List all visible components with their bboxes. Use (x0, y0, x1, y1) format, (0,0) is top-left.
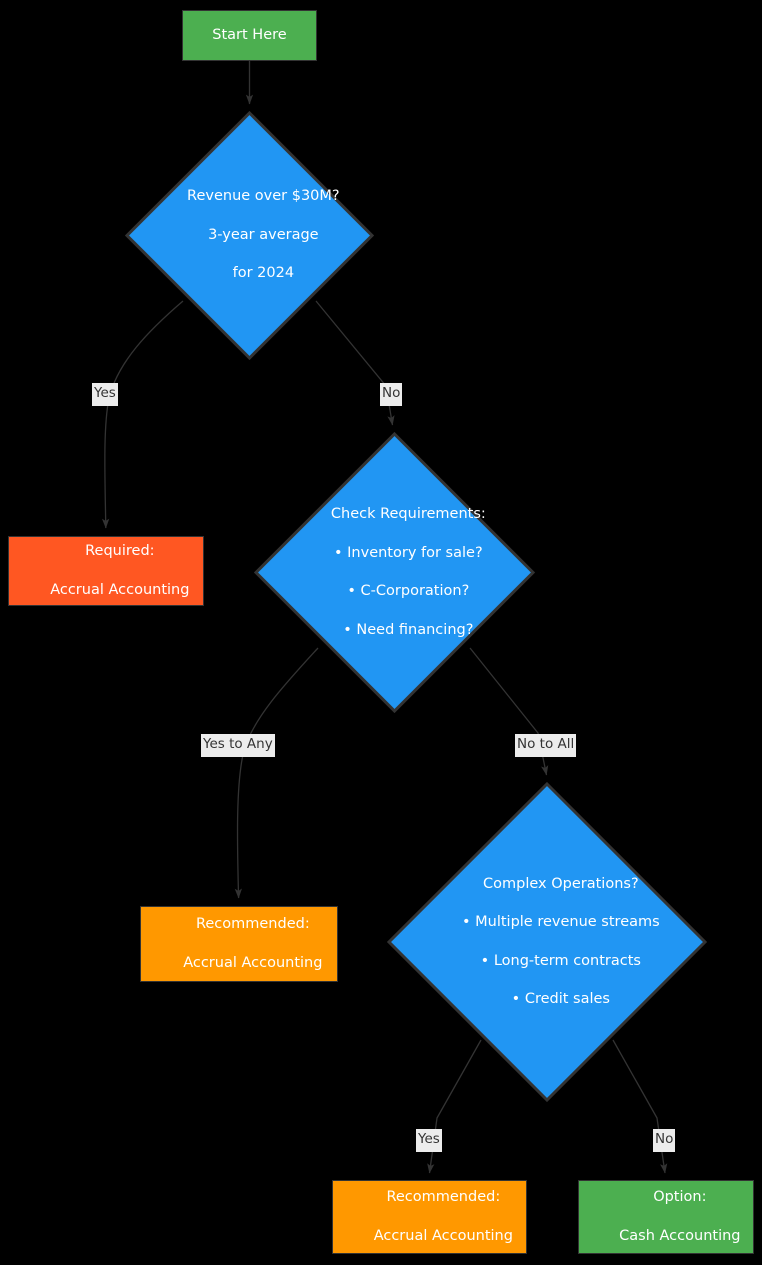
requirements-line-1: Check Requirements: (330, 506, 486, 523)
node-revenue-check-label: Revenue over $30M? 3-year average for 20… (125, 168, 374, 303)
required-line-1: Required: (85, 543, 155, 560)
node-complex-operations-label: Complex Operations? • Multiple revenue s… (387, 855, 707, 1029)
node-start-here-label: Start Here (212, 26, 287, 43)
node-option-cash-label: Option: Cash Accounting (579, 1169, 753, 1265)
complex-line-3: • Long-term contracts (480, 952, 641, 969)
edge-label-complex-no: No (653, 1129, 676, 1152)
complex-line-2: • Multiple revenue streams (461, 914, 660, 931)
edge-label-revenue-yes: Yes (92, 383, 118, 406)
requirements-line-3: • C-Corporation? (347, 583, 470, 600)
node-start-here[interactable]: Start Here (182, 10, 317, 61)
node-check-requirements[interactable]: Check Requirements: • Inventory for sale… (254, 432, 535, 713)
node-recommended-accrual-left[interactable]: Recommended: Accrual Accounting (140, 906, 338, 982)
requirements-line-2: • Inventory for sale? (333, 544, 483, 561)
node-complex-operations[interactable]: Complex Operations? • Multiple revenue s… (387, 782, 707, 1102)
option-cash-line-2: Cash Accounting (619, 1227, 741, 1244)
edge-label-requirements-yes-to-any: Yes to Any (201, 734, 275, 757)
required-line-2: Accrual Accounting (50, 581, 190, 598)
edge-label-requirements-no-to-all: No to All (515, 734, 577, 757)
node-check-requirements-label: Check Requirements: • Inventory for sale… (254, 486, 535, 660)
complex-line-4: • Credit sales (511, 991, 610, 1008)
node-recommended-accrual-bottom-label: Recommended: Accrual Accounting (333, 1169, 526, 1265)
recommended-2-line-1: Recommended: (386, 1189, 501, 1206)
revenue-line-2: 3-year average (208, 226, 319, 243)
revenue-line-3: for 2024 (232, 265, 295, 282)
node-recommended-accrual-left-label: Recommended: Accrual Accounting (141, 896, 337, 992)
recommended-1-line-1: Recommended: (195, 916, 310, 933)
recommended-1-line-2: Accrual Accounting (183, 954, 323, 971)
node-recommended-accrual-bottom[interactable]: Recommended: Accrual Accounting (332, 1180, 527, 1254)
option-cash-line-1: Option: (653, 1189, 707, 1206)
edge-label-revenue-no: No (380, 383, 403, 406)
node-required-accrual[interactable]: Required: Accrual Accounting (8, 536, 204, 606)
revenue-line-1: Revenue over $30M? (187, 188, 340, 205)
node-option-cash[interactable]: Option: Cash Accounting (578, 1180, 754, 1254)
recommended-2-line-2: Accrual Accounting (373, 1227, 513, 1244)
requirements-line-4: • Need financing? (343, 621, 474, 638)
node-revenue-check[interactable]: Revenue over $30M? 3-year average for 20… (125, 111, 374, 360)
node-required-accrual-label: Required: Accrual Accounting (9, 523, 203, 619)
edge-label-complex-yes: Yes (416, 1129, 442, 1152)
complex-line-1: Complex Operations? (483, 875, 639, 892)
